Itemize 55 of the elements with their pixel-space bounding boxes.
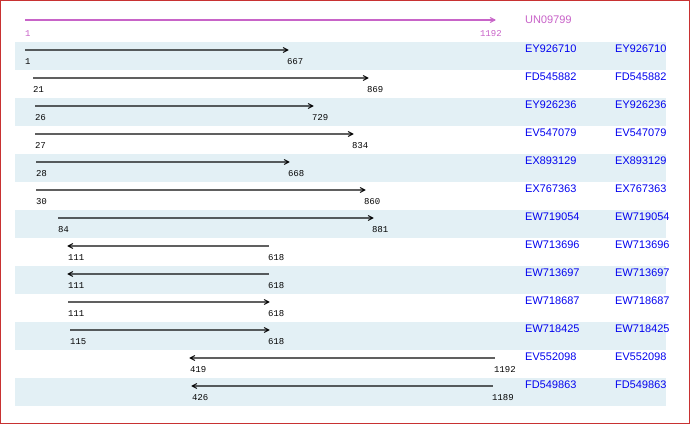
accession-link: EW718687 [525,295,580,307]
position-number: 27 [35,141,46,151]
position-number: 618 [268,253,284,263]
accession-link: EX767363 [615,183,666,195]
accession-link: EX893129 [525,155,576,167]
accession-link: EV547079 [525,127,576,139]
accession-link: EV552098 [615,351,666,363]
accession-link: EW719054 [615,211,670,223]
position-number: 426 [192,393,208,403]
accession-link: FD545882 [615,71,666,83]
accession-link: EW719054 [525,211,580,223]
accession-link: EY926710 [525,43,576,55]
position-number: 1189 [492,393,514,403]
position-number: 28 [36,169,47,179]
position-number: 618 [268,281,284,291]
position-number: 111 [68,309,84,319]
position-number: 860 [364,197,380,207]
accession-link: FD549863 [525,379,576,391]
position-number: 881 [372,225,388,235]
position-number: 1192 [480,29,502,39]
position-number: 419 [190,365,206,375]
position-number: 729 [312,113,328,123]
accession-link: EW718687 [615,295,670,307]
position-number: 115 [70,337,86,347]
position-number: 618 [268,309,284,319]
position-number: 618 [268,337,284,347]
position-number: 21 [33,85,44,95]
position-number: 26 [35,113,46,123]
accession-link: EV552098 [525,351,576,363]
position-number: 30 [36,197,47,207]
sequence-name: UN09799 [525,14,572,26]
position-number: 111 [68,281,84,291]
accession-link: EY926710 [615,43,666,55]
accession-link: EX767363 [525,183,576,195]
accession-link: EV547079 [615,127,666,139]
accession-link: EW713697 [615,267,670,279]
position-number: 667 [287,57,304,67]
accession-link: EW713696 [615,239,670,251]
position-number: 1 [25,57,30,67]
accession-link: FD545882 [525,71,576,83]
position-number: 1 [25,29,30,39]
accession-link: EW718425 [615,323,670,335]
position-number: 834 [352,141,368,151]
position-number: 111 [68,253,84,263]
accession-link: EY926236 [615,99,666,111]
accession-link: EX893129 [615,155,666,167]
accession-link: EW718425 [525,323,580,335]
position-number: 1192 [494,365,516,375]
accession-link: EW713696 [525,239,580,251]
position-number: 869 [367,85,384,95]
accession-link: EY926236 [525,99,576,111]
position-number: 668 [288,169,304,179]
accession-link: FD549863 [615,379,666,391]
position-number: 84 [58,225,69,235]
accession-link: EW713697 [525,267,580,279]
